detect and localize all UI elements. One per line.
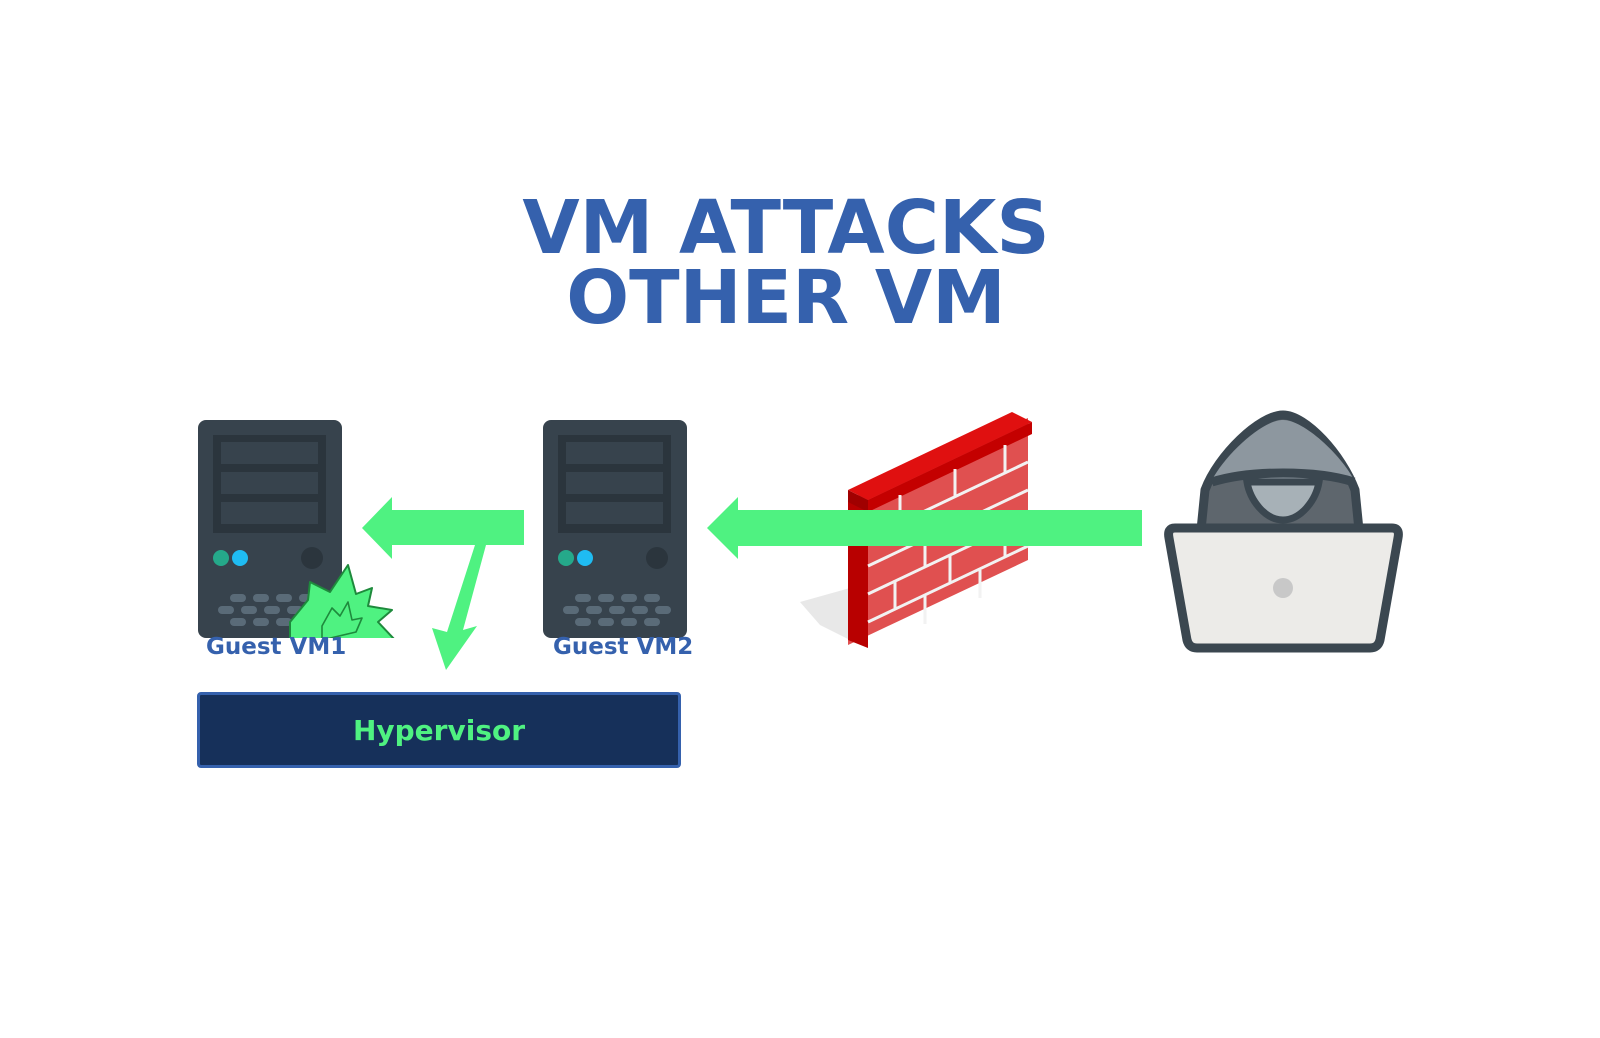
diagram-title-line-1: VM ATTACKS (522, 185, 1050, 271)
hypervisor-label: Hypervisor (352, 713, 526, 747)
guest-vm2-label: Guest VM2 (553, 634, 694, 660)
hypervisor-box: Hypervisor (197, 692, 681, 768)
diagram-title-line-2: OTHER VM (566, 255, 1006, 341)
compromise-burst-icon (289, 564, 395, 638)
server-icon-vm2 (543, 420, 687, 638)
guest-vm1-label: Guest VM1 (206, 634, 347, 660)
attack-arrow (707, 497, 1142, 559)
lateral-attack-arrow (362, 497, 524, 670)
hacker-laptop-icon (1164, 410, 1403, 653)
